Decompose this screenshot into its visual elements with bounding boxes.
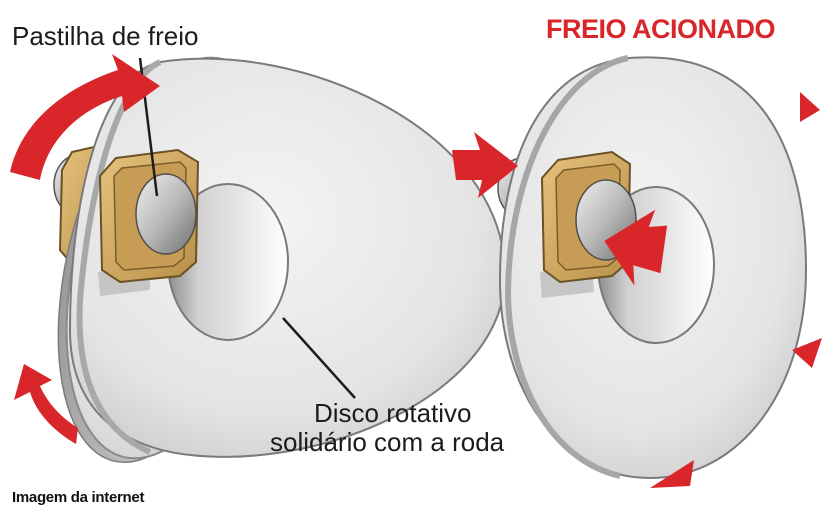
disc-leader-line: [282, 317, 356, 399]
engaged-title: FREIO ACIONADO: [546, 14, 775, 44]
brake-pad-label: Pastilha de freio: [12, 21, 198, 51]
triangle-arrow-icon: [792, 338, 822, 368]
left-brake-assembly: [53, 56, 507, 463]
front-piston: [135, 173, 197, 255]
triangle-arrow-icon: [800, 92, 820, 122]
arrow-left-icon: [604, 209, 668, 286]
triangle-arrow-icon: [650, 460, 694, 488]
curved-arrow-icon: [10, 54, 160, 180]
image-credit: Imagem da internet: [12, 489, 144, 506]
disc-label-line2: solidário com a roda: [270, 427, 505, 457]
disc-label-line1: Disco rotativo: [314, 398, 472, 428]
arrow-right-icon: [452, 132, 518, 198]
curved-arrow-icon: [14, 364, 78, 444]
